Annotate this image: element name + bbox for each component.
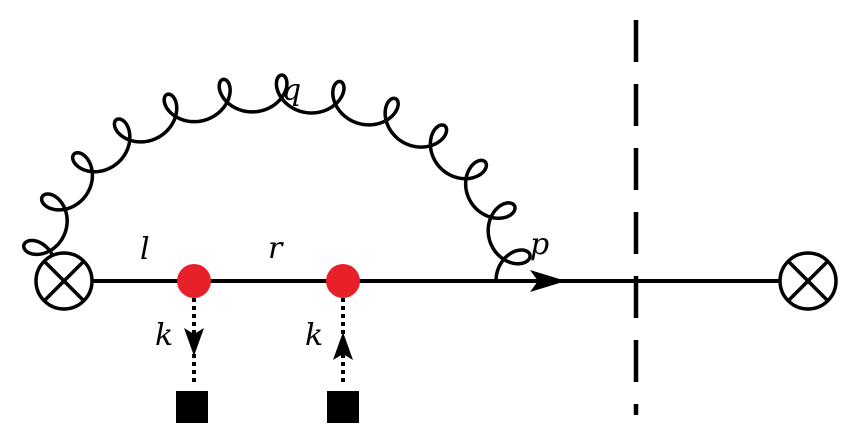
insertion-arrow-right — [333, 332, 353, 360]
vertex-left — [177, 264, 211, 298]
label-l: l — [140, 232, 150, 267]
momentum-arrow-p — [530, 270, 566, 292]
label-k-left: k — [155, 318, 173, 353]
filled-square-icon — [327, 391, 359, 423]
gluon-line — [21, 73, 532, 282]
label-k-right: k — [305, 318, 323, 353]
label-p: p — [530, 227, 549, 262]
filled-square-icon — [176, 391, 208, 423]
circled-cross-icon — [778, 251, 838, 311]
circled-cross-icon — [34, 251, 94, 311]
label-r: r — [268, 231, 284, 266]
insertion-arrow-left — [184, 328, 204, 356]
label-q: q — [282, 73, 301, 108]
vertex-right — [326, 264, 360, 298]
